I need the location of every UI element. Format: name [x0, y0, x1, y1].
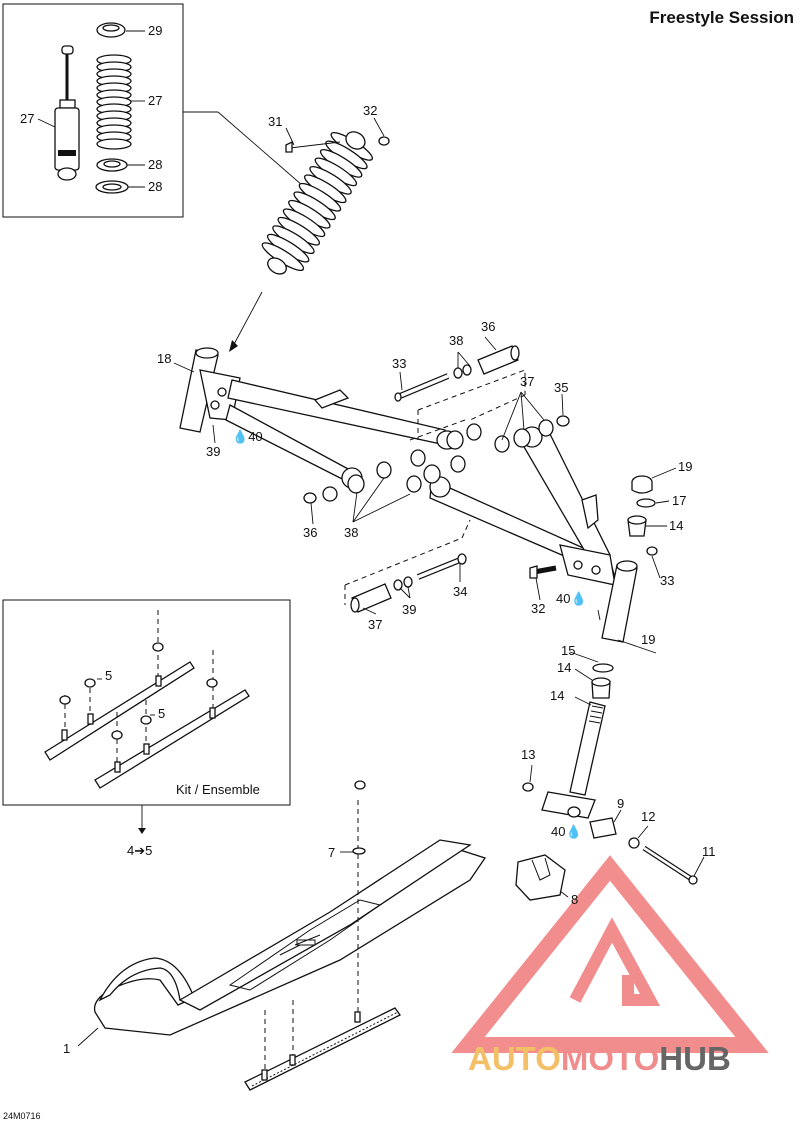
- pivot-bolt-34-lower: [350, 553, 467, 613]
- callout-38-lower: 39: [402, 602, 417, 617]
- callout-7: 7: [328, 845, 336, 860]
- callout-30: 28: [148, 157, 163, 172]
- callout-40-middle: 40💧: [556, 591, 587, 606]
- callout-37-upper: 37: [520, 374, 535, 389]
- wear-pad-8: [515, 854, 566, 901]
- spring-seat-30: [96, 158, 128, 172]
- washer-7: [352, 847, 366, 855]
- callout-16: 18: [157, 351, 172, 366]
- callout-32-upper: 31: [268, 114, 283, 129]
- ski-1: [93, 839, 487, 1036]
- nut-35-right: [556, 415, 570, 427]
- shock-absorber-27: [54, 45, 80, 181]
- callout-36-lower: 37: [368, 617, 383, 632]
- upper-spindle-parts: [627, 475, 656, 537]
- shock-assembly: [261, 131, 390, 275]
- callout-9: 9: [617, 796, 625, 811]
- callout-38-upper: 38: [449, 333, 464, 348]
- kit-label: Kit / Ensemble: [176, 782, 260, 797]
- callout-18: 17: [672, 493, 687, 508]
- callout-17: 19: [641, 632, 656, 647]
- callout-12: 13: [521, 747, 536, 762]
- callout-19: 19: [678, 459, 693, 474]
- callout-32-lower: 32: [531, 601, 546, 616]
- a-arm-assembly: [179, 347, 638, 643]
- watermark-triangle: [451, 855, 769, 1053]
- callout-34-upper: 33: [392, 356, 407, 371]
- callout-35-lower: 36: [303, 525, 318, 540]
- callout-37-lower: 38: [344, 525, 359, 540]
- callout-33-upper: 32: [363, 103, 378, 118]
- steering-stem-13: [522, 663, 614, 819]
- callout-15: 15: [561, 643, 576, 658]
- callout-34-lower: 34: [453, 584, 468, 599]
- callout-40-upper: 💧40: [232, 429, 263, 444]
- watermark-moto: MOTO: [560, 1040, 660, 1077]
- drawing-code: 24M0716: [3, 1111, 41, 1121]
- watermark-logo: [451, 855, 769, 1053]
- callout-5-lower: 5: [158, 706, 166, 721]
- spring-29: [96, 54, 132, 150]
- callout-40-lower: 40💧: [551, 824, 582, 839]
- callout-1: 1: [63, 1041, 71, 1056]
- watermark-text: AUTOMOTOHUB: [468, 1040, 731, 1078]
- callout-31: 29: [148, 23, 163, 38]
- nut-35-left: [303, 492, 317, 504]
- callout-35-upper: 35: [554, 380, 569, 395]
- nut-7-top: [354, 780, 366, 790]
- callout-11: 12: [641, 809, 656, 824]
- watermark-auto: AUTO: [468, 1040, 561, 1077]
- bushings-37: [347, 419, 554, 494]
- callout-29: 27: [148, 93, 163, 108]
- runner-kit-box: [2, 599, 291, 806]
- watermark-hub: HUB: [659, 1040, 731, 1077]
- callout-14-lower: 14: [557, 660, 572, 675]
- callout-13: 14: [550, 688, 565, 703]
- callout-14-upper: 14: [669, 518, 684, 533]
- callout-8: 8: [571, 892, 579, 907]
- carbide-runner: [244, 800, 401, 1091]
- retainer-31: [96, 22, 126, 38]
- callout-39-upper: 39: [206, 444, 221, 459]
- callout-10: 11: [702, 844, 716, 859]
- washer-11: [628, 837, 640, 849]
- callout-27: 27: [20, 111, 35, 126]
- callout-5-upper: 5: [105, 668, 113, 683]
- callout-33-lower: 33: [660, 573, 675, 588]
- kit-reference: 4➔5: [127, 843, 153, 858]
- bushing-9: [589, 817, 617, 839]
- callout-36-upper: 36: [481, 319, 496, 334]
- pivot-bolt-34-upper: [394, 345, 520, 402]
- runner-kit: [44, 610, 250, 789]
- callout-28: 28: [148, 179, 163, 194]
- page-title: Freestyle Session: [649, 8, 794, 27]
- washer-28: [95, 180, 129, 194]
- shock-detail-box: [2, 3, 184, 218]
